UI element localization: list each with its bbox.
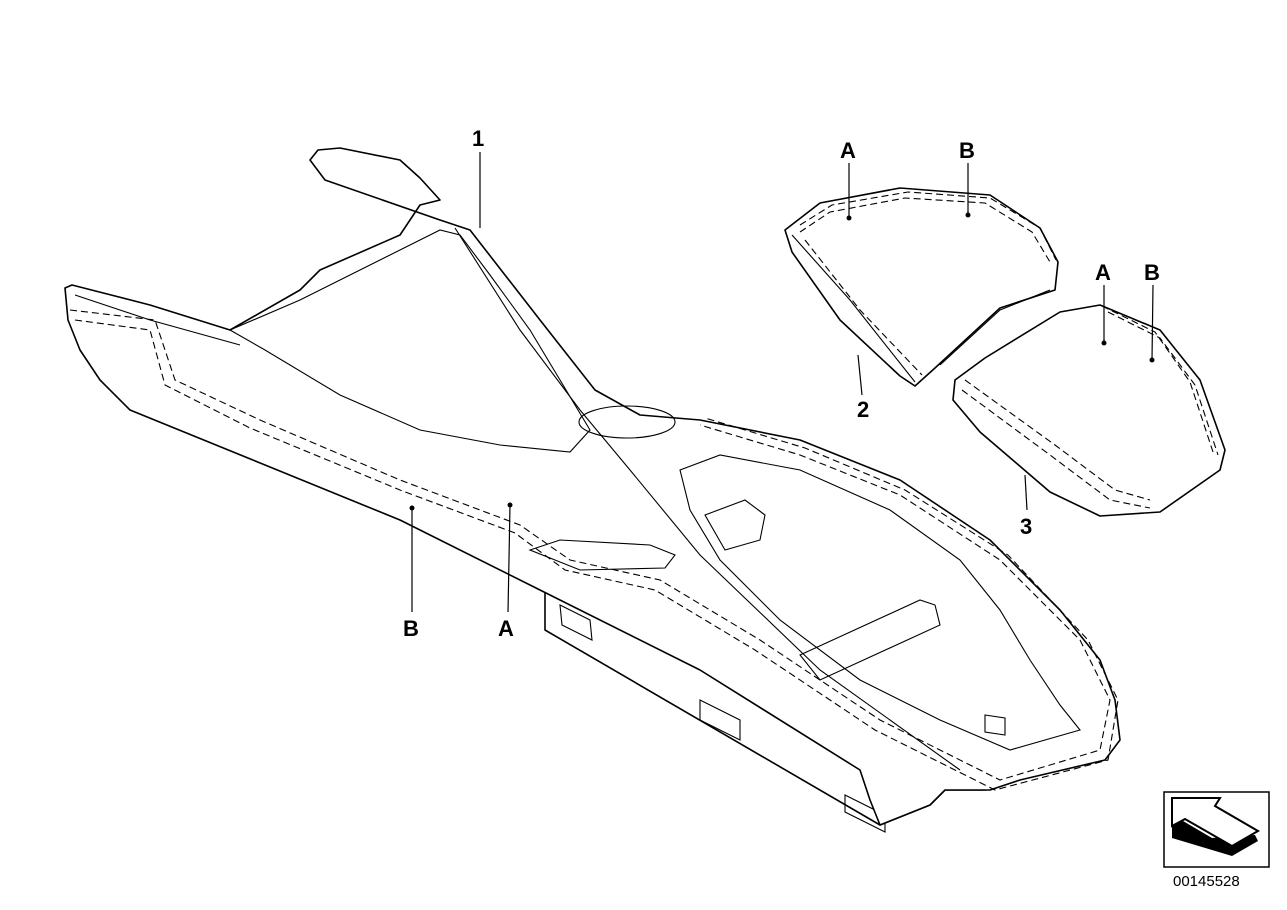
armrest-front-part[interactable] [784,187,1059,387]
callout-b-console: B [403,616,419,641]
callout-a-console: A [498,616,514,641]
center-console-part[interactable] [64,147,1121,833]
leader-lines [409,152,1155,613]
callout-a-rear-armrest: A [1095,260,1111,285]
callout-a-front-armrest: A [840,138,856,163]
callout-b-front-armrest: B [959,138,975,163]
arrow-orientation-icon [1163,791,1270,868]
label-part-1: 1 [472,126,484,151]
label-part-2: 2 [857,397,869,422]
armrest-rear-part[interactable] [952,304,1226,517]
diagram-number: 00145528 [1173,873,1240,890]
label-part-3: 3 [1020,514,1032,539]
callout-b-rear-armrest: B [1144,260,1160,285]
